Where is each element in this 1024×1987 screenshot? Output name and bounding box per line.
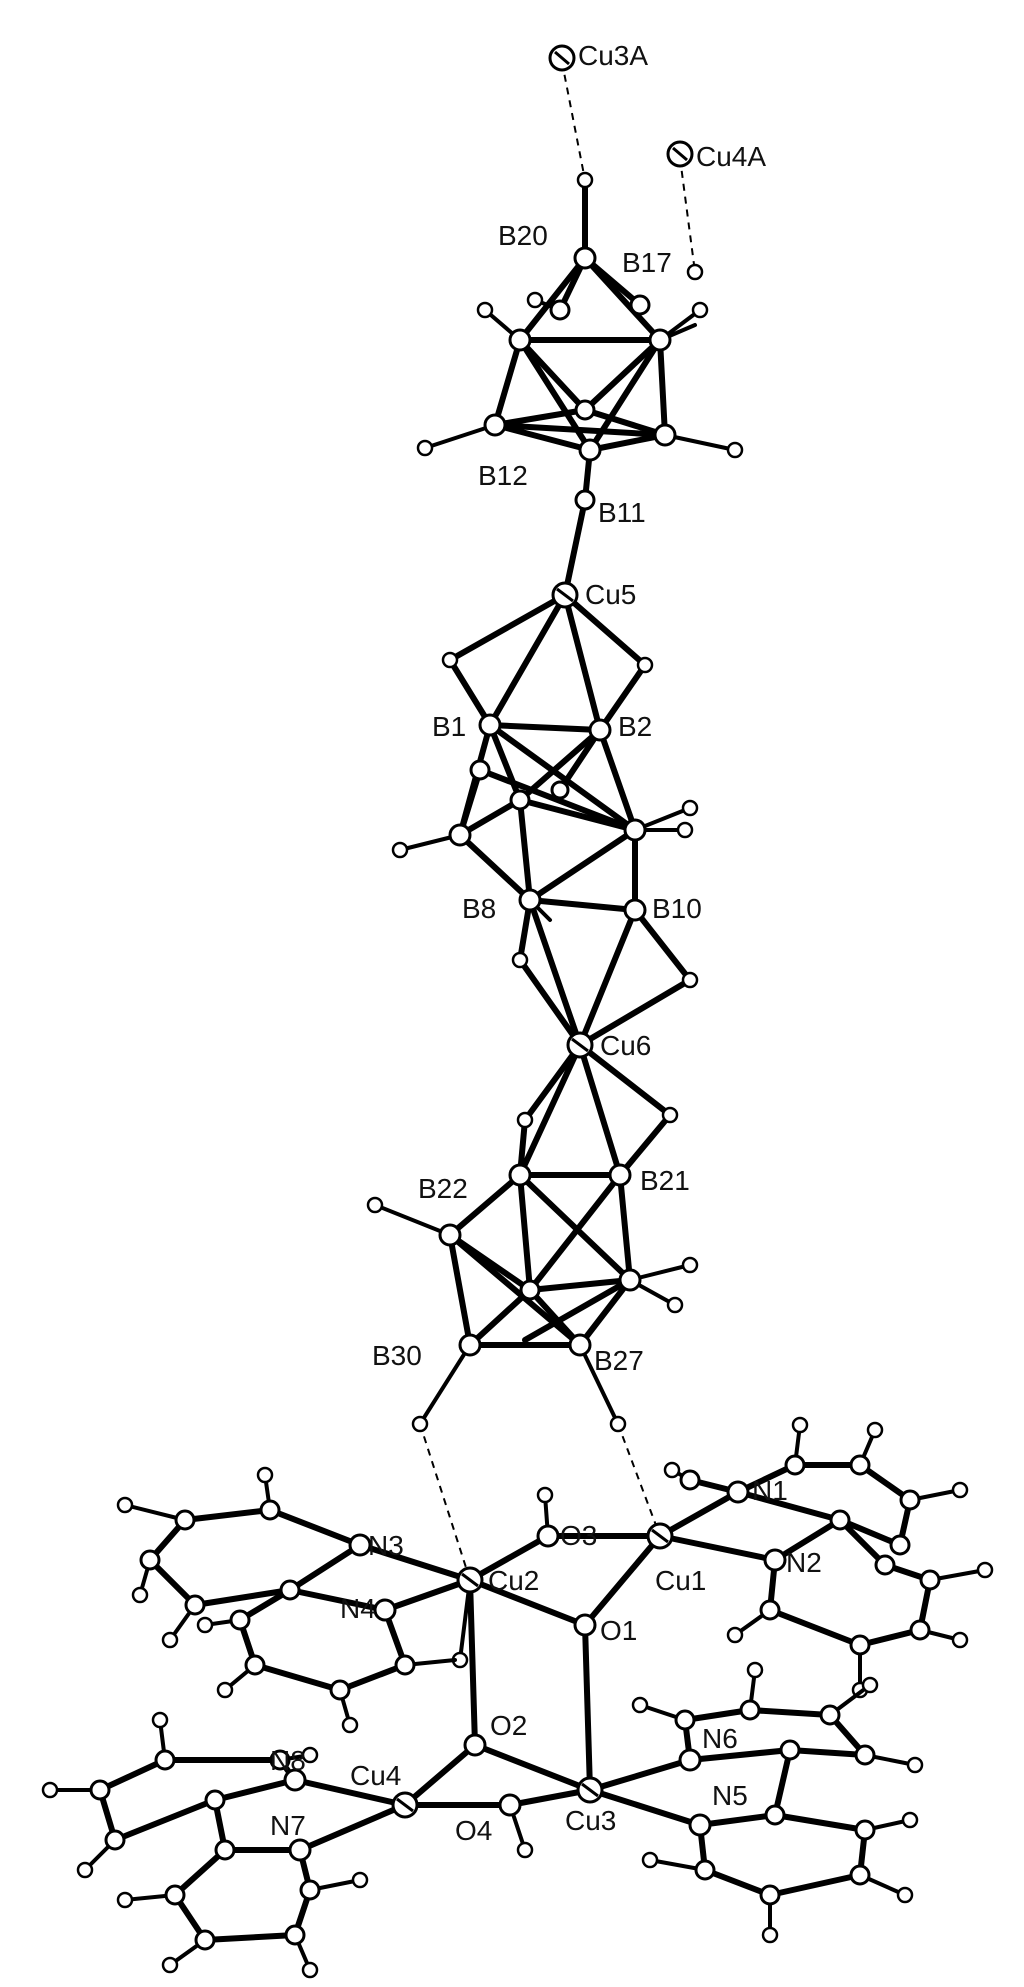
label-cu6: Cu6 <box>600 1030 651 1061</box>
label-b20: B20 <box>498 220 548 251</box>
label-b22: B22 <box>418 1173 468 1204</box>
label-n2: N2 <box>786 1547 822 1578</box>
cu1-atom <box>646 1522 674 1550</box>
cu3-atom <box>576 1776 604 1804</box>
label-b10: B10 <box>652 893 702 924</box>
cu2-atom <box>456 1566 484 1594</box>
label-b17: B17 <box>622 247 672 278</box>
label-b1: B1 <box>432 711 466 742</box>
label-n3: N3 <box>368 1530 404 1561</box>
label-b2: B2 <box>618 711 652 742</box>
label-b27: B27 <box>594 1345 644 1376</box>
bipyridine-ligand-cu3 <box>587 1661 924 1944</box>
middle-borane-cluster <box>391 592 699 1048</box>
label-b8: B8 <box>462 893 496 924</box>
lower-borane-cluster <box>366 1042 699 1433</box>
cu5-atom <box>551 581 579 609</box>
label-cu4: Cu4 <box>350 1760 401 1791</box>
label-n4: N4 <box>340 1593 376 1624</box>
cu3a-atom <box>548 44 576 72</box>
label-b30: B30 <box>372 1340 422 1371</box>
label-cu2: Cu2 <box>488 1565 539 1596</box>
contact-cu3a <box>561 61 586 181</box>
label-cu1: Cu1 <box>655 1565 706 1596</box>
cu4-atom <box>391 1791 419 1819</box>
label-b12: B12 <box>478 460 528 491</box>
label-b11: B11 <box>598 497 646 528</box>
bipyridine-ligand-cu2 <box>116 1466 473 1734</box>
cu4a-atom <box>666 140 694 168</box>
label-n8: N8 <box>270 1745 306 1776</box>
label-cu3a: Cu3A <box>578 40 648 71</box>
label-cu3: Cu3 <box>565 1805 616 1836</box>
label-o2: O2 <box>490 1710 527 1741</box>
label-n6: N6 <box>702 1723 738 1754</box>
label-b21: B21 <box>640 1165 690 1196</box>
copper-atoms <box>391 44 694 1819</box>
contact-cu4a <box>679 157 696 273</box>
label-cu5: Cu5 <box>585 579 636 610</box>
cu6-atom <box>566 1031 594 1059</box>
bipyridine-ligand-cu4 <box>41 1711 408 1979</box>
top-borane-cluster <box>416 171 744 598</box>
atom-labels: Cu3A Cu4A B20 B17 B12 B11 Cu5 B1 B2 B8 B… <box>270 40 822 1846</box>
contact-b30-cu2 <box>419 1423 471 1581</box>
label-n7: N7 <box>270 1810 306 1841</box>
label-o1: O1 <box>600 1615 637 1646</box>
bipyridine-ligand-cu1 <box>657 1416 994 1699</box>
label-n5: N5 <box>712 1780 748 1811</box>
contact-b27-cu1 <box>617 1423 661 1537</box>
label-o4: O4 <box>455 1815 492 1846</box>
label-n1: N1 <box>752 1475 788 1506</box>
label-o3: O3 <box>560 1520 597 1551</box>
label-cu4a: Cu4A <box>696 141 766 172</box>
contact-lines <box>419 61 696 1581</box>
